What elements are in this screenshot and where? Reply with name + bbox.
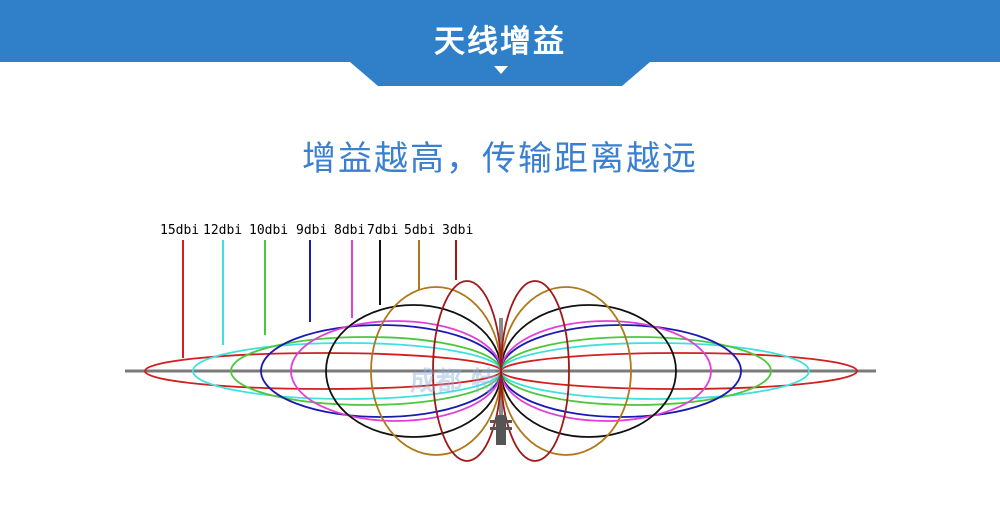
gain-label-3dbi: 3dbi — [442, 223, 473, 238]
antenna-base-icon — [490, 415, 512, 445]
header-banner: 天线增益 — [0, 0, 1000, 90]
gain-label-12dbi: 12dbi — [203, 223, 242, 238]
header-banner-shape — [0, 0, 1000, 86]
watermark: 成都 特 — [410, 366, 497, 397]
gain-label-8dbi: 8dbi — [334, 223, 365, 238]
gain-label-10dbi: 10dbi — [249, 223, 288, 238]
subtitle: 增益越高，传输距离越远 — [302, 139, 698, 179]
chevron-down-icon — [494, 66, 508, 74]
lobe-right-3dbi — [500, 280, 570, 462]
page-title: 天线增益 — [434, 24, 566, 60]
gain-label-15dbi: 15dbi — [160, 223, 199, 238]
gain-label-7dbi: 7dbi — [367, 223, 398, 238]
gain-label-9dbi: 9dbi — [296, 223, 327, 238]
gain-label-5dbi: 5dbi — [404, 223, 435, 238]
